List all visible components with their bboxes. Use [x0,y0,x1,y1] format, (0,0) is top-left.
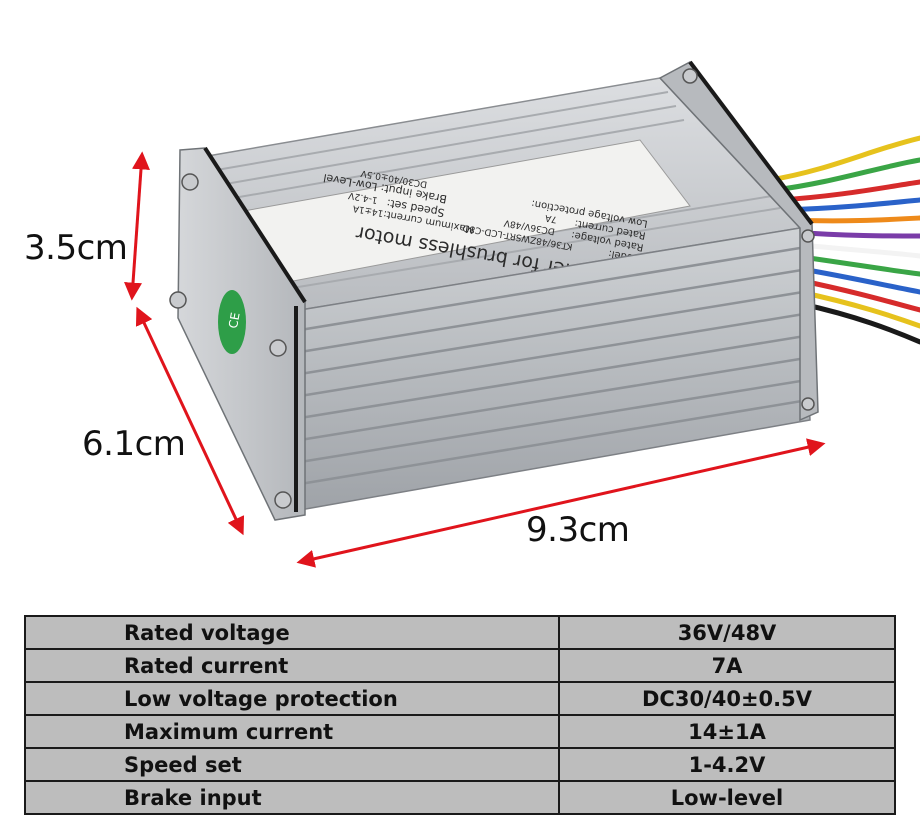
dimension-width-label: 6.1cm [82,424,186,464]
spec-table: Rated voltage 36V/48V Rated current 7A L… [24,615,896,815]
spec-value: DC30/40±0.5V [558,681,896,716]
spec-value: 7A [558,648,896,683]
spec-value: 14±1A [558,714,896,749]
spec-label: Maximum current [24,714,560,749]
spec-label: Rated current [24,648,560,683]
screws [169,68,815,509]
arrow-width [135,306,245,536]
table-row: Brake input Low-level [24,780,896,815]
table-row: Rated voltage 36V/48V [24,615,896,650]
controller-photo: Controller for brushless motor Model: KT… [124,60,920,568]
spec-value: 1-4.2V [558,747,896,782]
arrow-height [124,151,150,301]
spec-label: Brake input [24,780,560,815]
spec-value: Low-level [558,780,896,815]
dimension-length-label: 9.3cm [526,510,630,550]
svg-text:7A: 7A [544,212,558,224]
spec-label: Low voltage protection [24,681,560,716]
table-row: Rated current 7A [24,648,896,683]
spec-label: Rated voltage [24,615,560,650]
svg-text:CE: CE [226,311,243,329]
table-row: Maximum current 14±1A [24,714,896,749]
table-row: Speed set 1-4.2V [24,747,896,782]
spec-label: Speed set [24,747,560,782]
dimension-height-label: 3.5cm [24,228,128,268]
spec-value: 36V/48V [558,615,896,650]
table-row: Low voltage protection DC30/40±0.5V [24,681,896,716]
arrow-length [296,438,826,568]
